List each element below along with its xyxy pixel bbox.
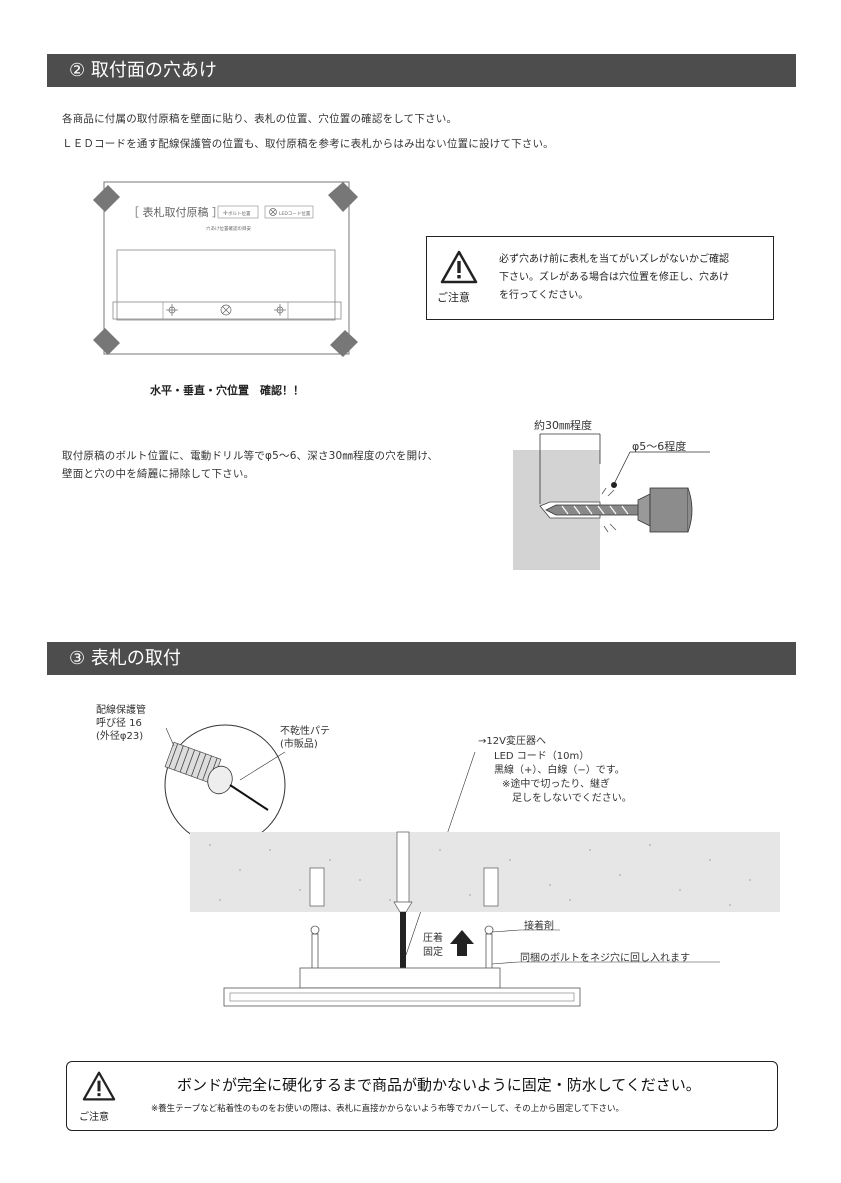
- confirm-caption: 水平・垂直・穴位置 確認！！: [150, 384, 304, 397]
- press-label: 圧着 固定: [423, 933, 443, 958]
- drill-instruction-1: 取付原稿のボルト位置に、電動ドリル等でφ5〜6、深さ30㎜程度の穴を開け、: [62, 450, 439, 462]
- depth-label: 約30㎜程度: [534, 418, 592, 432]
- template-illustration: ［ 表札取付原稿 ］ ボルト位置 ✛ LEDコード位置 穴あけ位置確認の目安: [93, 181, 358, 357]
- putty-label: 不乾性パテ (市販品): [280, 726, 330, 750]
- pipe-label: 配線保護管 呼び径 16 (外径φ23): [96, 705, 146, 742]
- caution-label: ご注意: [437, 291, 470, 304]
- bolt-label: 同梱のボルトをネジ穴に回し入れます: [520, 953, 690, 964]
- template-heading: ［ 表札取付原稿 ］: [128, 205, 223, 219]
- svg-text:✛: ✛: [223, 210, 228, 217]
- template-legend-bolt: ボルト位置: [228, 210, 251, 217]
- warning-icon: [440, 250, 478, 284]
- adhesive-label: 接着剤: [524, 921, 554, 932]
- drill-diagram: 約30㎜程度 φ5〜6程度: [513, 418, 710, 570]
- instruction-line-1: 各商品に付属の取付原稿を壁面に貼り、表札の位置、穴位置の確認をして下さい。: [62, 113, 458, 125]
- caution-line-2: 下さい。ズレがある場合は穴位置を修正し、穴あけ: [499, 272, 729, 283]
- installation-diagram: [164, 724, 780, 1007]
- template-legend-led: LEDコード位置: [279, 210, 311, 217]
- caution-box: ご注意 必ず穴あけ前に表札を当てがいズレがないかご確認 下さい。ズレがある場合は…: [426, 236, 774, 320]
- bottom-caution-box: ご注意 ボンドが完全に硬化するまで商品が動かないように固定・防水してください。 …: [66, 1061, 778, 1131]
- section-3-header: ③ 表札の取付: [47, 642, 796, 675]
- bottom-caution-label: ご注意: [79, 1112, 109, 1123]
- drill-instruction-2: 壁面と穴の中を綺麗に掃除して下さい。: [62, 468, 255, 480]
- instruction-line-2: ＬＥＤコードを通す配線保護管の位置も、取付原稿を参考に表札からはみ出ない位置に設…: [62, 138, 554, 150]
- diameter-label: φ5〜6程度: [632, 439, 686, 453]
- template-subnote: 穴あけ位置確認の目安: [206, 225, 251, 232]
- bottom-caution-sub: ※養生テープなど粘着性のものをお使いの際は、表札に直接かからないよう布等でカバー…: [151, 1104, 625, 1114]
- warning-icon: [82, 1071, 116, 1101]
- transformer-label: →12V変圧器へ: [478, 736, 546, 747]
- caution-line-1: 必ず穴あけ前に表札を当てがいズレがないかご確認: [499, 254, 729, 265]
- section-2-header: ② 取付面の穴あけ: [47, 54, 796, 87]
- led-cord-note: LED コード（10m） 黒線（+）、白線（−）です。 ※途中で切ったり、継ぎ …: [494, 751, 632, 804]
- bottom-caution-main: ボンドが完全に硬化するまで商品が動かないように固定・防水してください。: [177, 1076, 701, 1094]
- caution-line-3: を行ってください。: [499, 290, 589, 301]
